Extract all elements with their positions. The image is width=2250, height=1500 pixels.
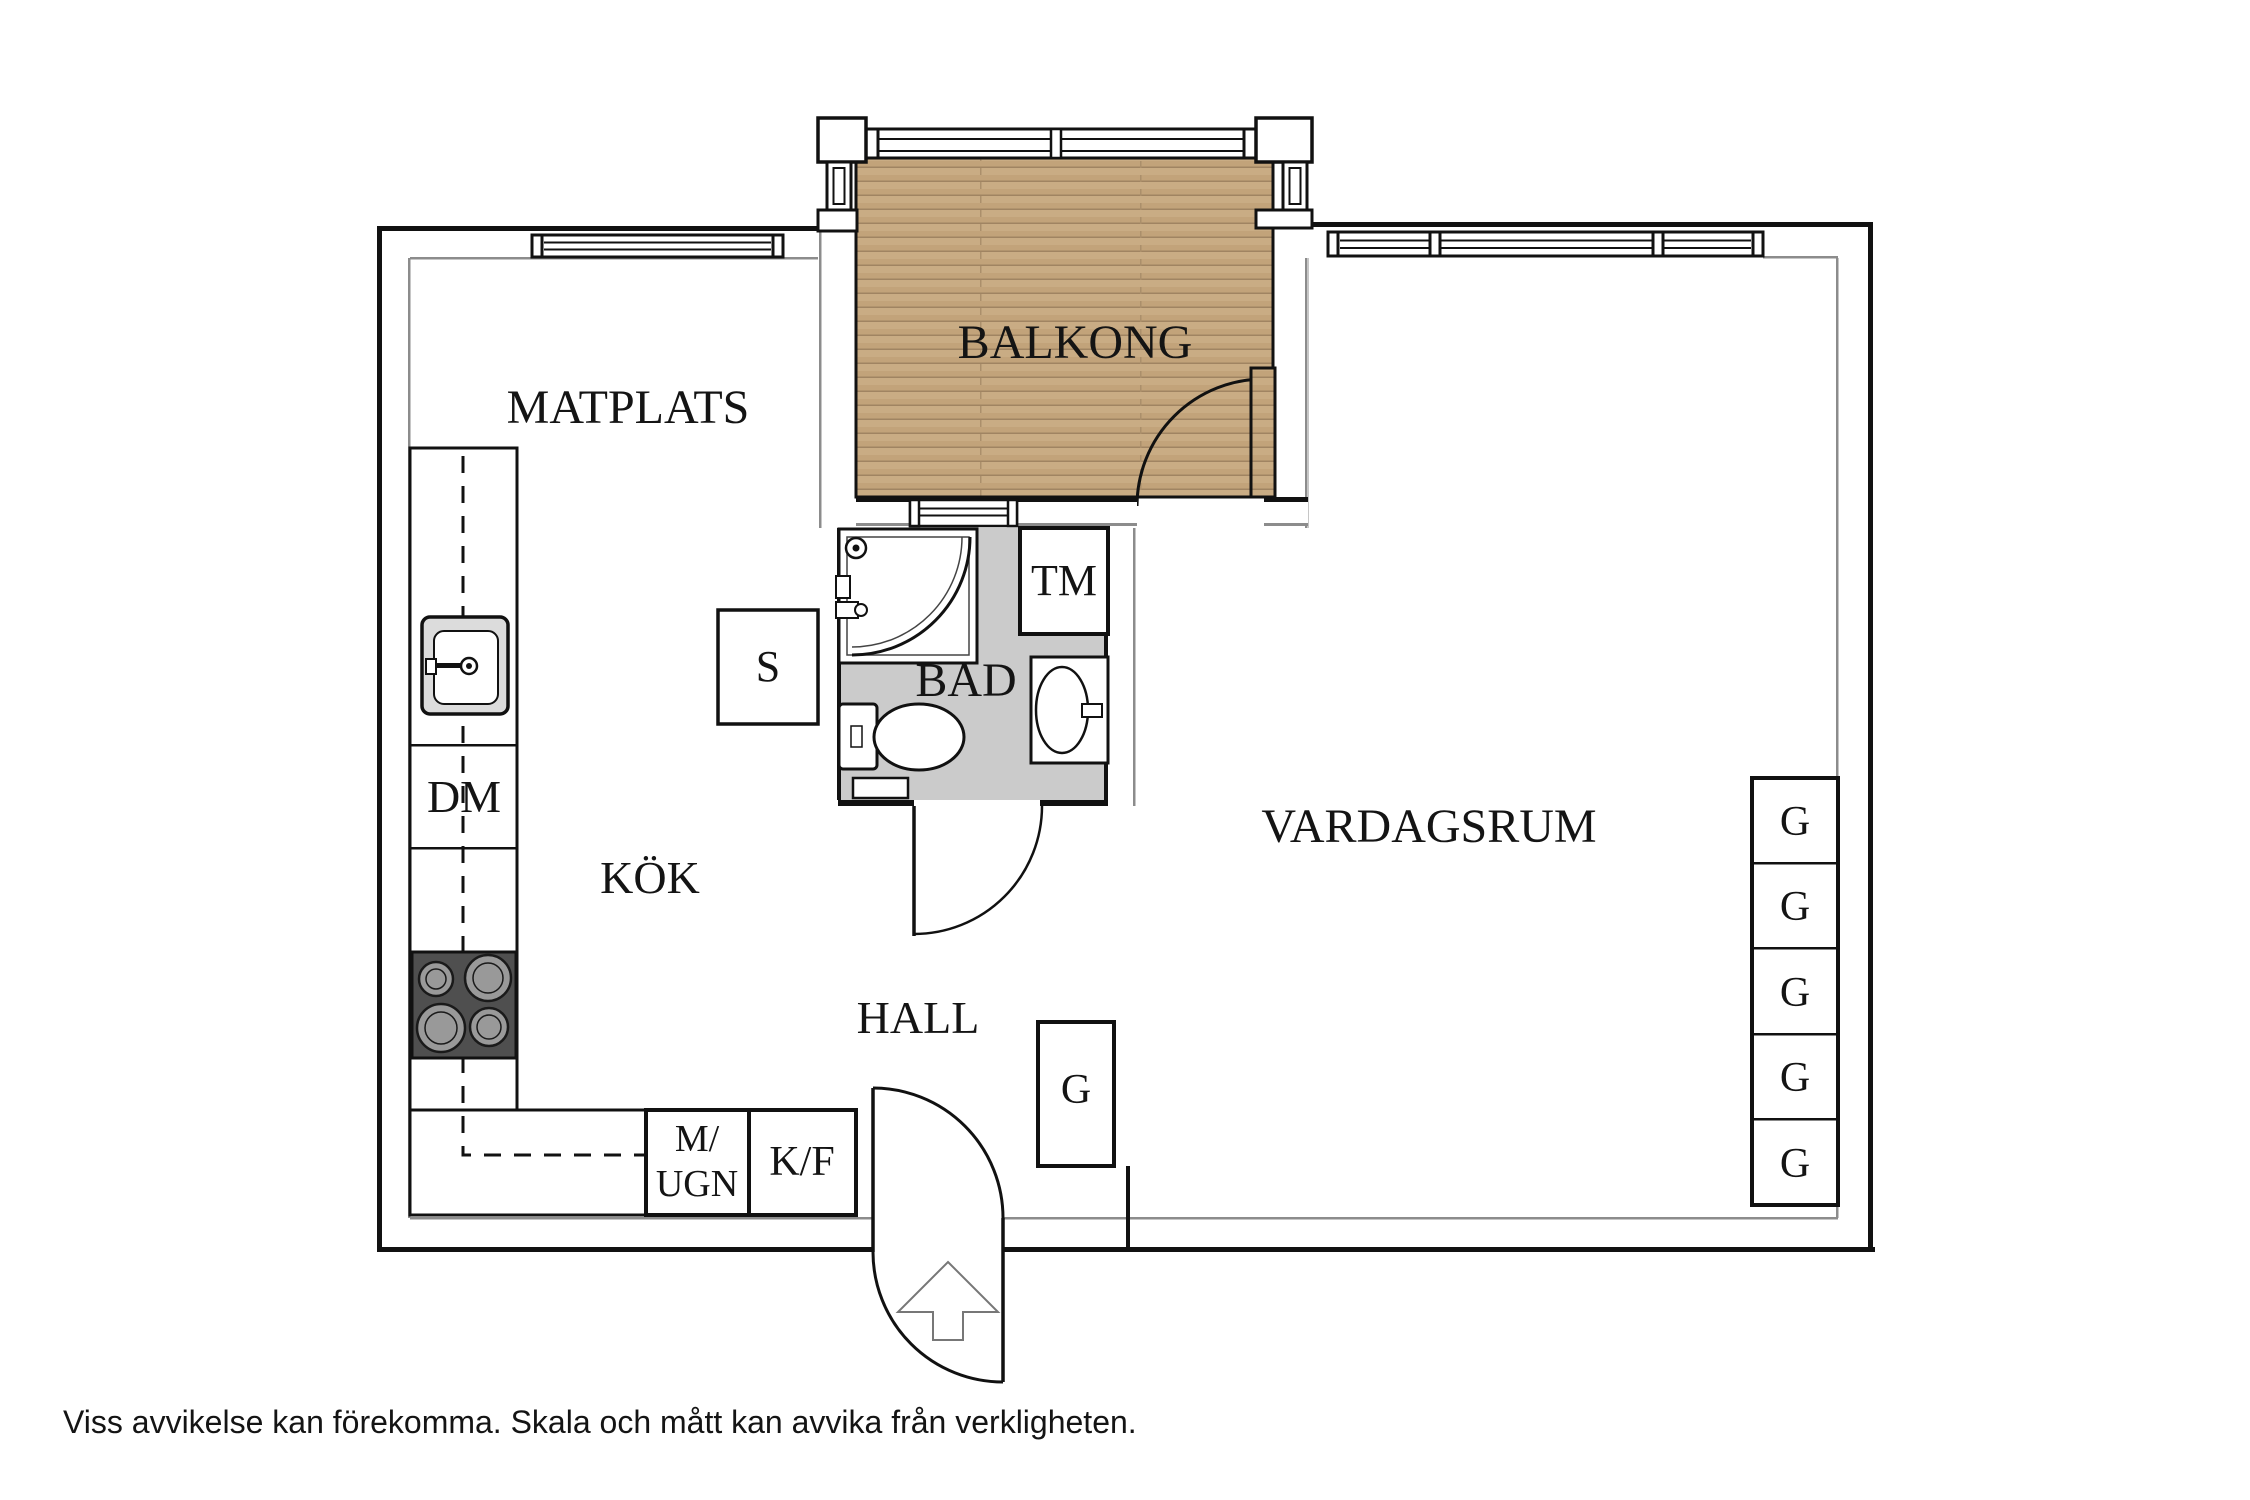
disclaimer-text: Viss avvikelse kan förekomma. Skala och … bbox=[63, 1404, 1137, 1440]
dining-window bbox=[530, 233, 785, 259]
room-label-hall: HALL bbox=[856, 992, 980, 1043]
fixture-label-cleaning-closet: S bbox=[755, 642, 781, 691]
living-wardrobes bbox=[1750, 776, 1840, 1207]
counter-dashed-line bbox=[461, 456, 644, 1157]
fridge-freezer-box bbox=[747, 1108, 858, 1217]
cleaning-closet-box bbox=[716, 608, 820, 726]
room-label-bath: BAD bbox=[915, 654, 1017, 707]
stove-icon bbox=[410, 950, 518, 1060]
kitchen-counters bbox=[408, 446, 858, 1217]
shower-icon bbox=[835, 527, 979, 665]
room-label-living: VARDAGSRUM bbox=[1261, 800, 1597, 853]
washing-machine-box bbox=[1018, 526, 1110, 636]
micro-oven-line1: M/ bbox=[674, 1118, 720, 1160]
balcony-deck bbox=[854, 155, 1275, 499]
wardrobe-label-2: G bbox=[1779, 884, 1811, 930]
wardrobe-label-4: G bbox=[1779, 1055, 1811, 1101]
fixture-label-washing-machine: TM bbox=[1031, 556, 1097, 605]
bathroom bbox=[835, 526, 1110, 936]
wardrobe-label-3: G bbox=[1779, 970, 1811, 1016]
outer-walls bbox=[377, 222, 1875, 1252]
hall-wall-stub bbox=[1126, 1166, 1130, 1247]
bathroom-door bbox=[912, 805, 1044, 936]
living-window bbox=[1326, 230, 1765, 258]
fixture-label-hall-wardrobe: G bbox=[1060, 1067, 1092, 1113]
sink-icon bbox=[420, 615, 510, 716]
room-label-kitchen: KÖK bbox=[600, 852, 700, 903]
hall-wardrobe-box bbox=[1036, 1020, 1116, 1168]
entry-door bbox=[871, 1086, 1005, 1384]
room-label-balcony: BALKONG bbox=[957, 316, 1193, 369]
entry-arrow-icon bbox=[895, 1260, 1001, 1341]
micro-oven-line2: UGN bbox=[655, 1163, 739, 1205]
toilet-icon bbox=[837, 702, 966, 772]
fixture-label-micro-oven: M/ UGN bbox=[656, 1117, 738, 1207]
micro-oven-box bbox=[644, 1108, 751, 1217]
balcony-bottom-wall bbox=[856, 497, 1308, 528]
fixture-label-dishwasher: DM bbox=[426, 771, 502, 822]
washbasin-icon bbox=[1029, 655, 1110, 765]
bath-threshold bbox=[851, 776, 910, 800]
balcony-railing bbox=[816, 116, 1314, 233]
wardrobe-label-1: G bbox=[1779, 799, 1811, 845]
bathroom-window bbox=[908, 498, 1019, 528]
wardrobe-label-5: G bbox=[1779, 1141, 1811, 1187]
room-label-dining: MATPLATS bbox=[506, 381, 750, 434]
fixture-label-fridge-freezer: K/F bbox=[769, 1139, 835, 1185]
balcony-area bbox=[816, 116, 1314, 528]
balcony-door bbox=[1135, 366, 1277, 507]
